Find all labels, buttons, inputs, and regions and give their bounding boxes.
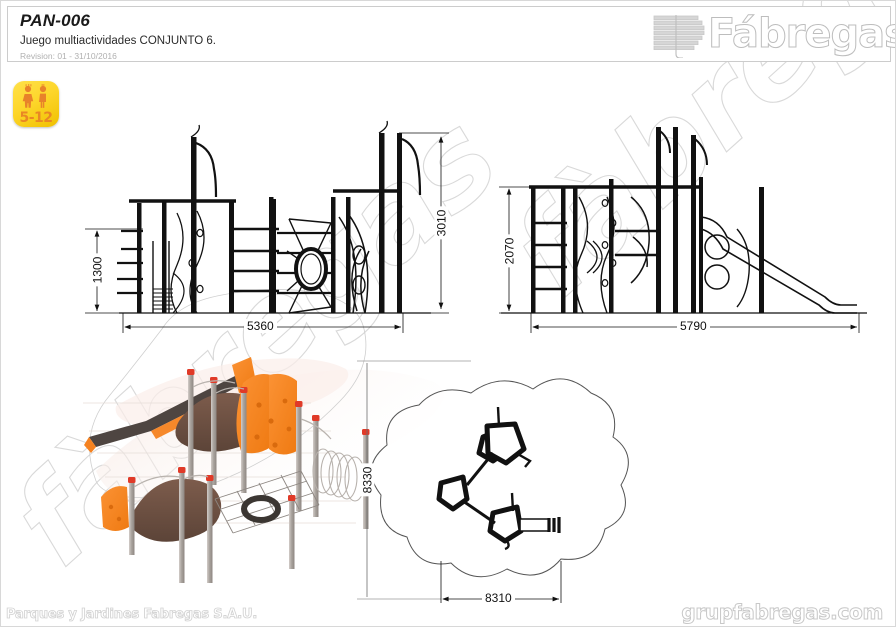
svg-text:fàbregas: fàbregas: [1, 89, 525, 592]
render-posts-upper: [188, 373, 369, 529]
dimension-5790: 5790: [677, 319, 710, 333]
two-children-icon: [22, 84, 47, 108]
reference-code: PAN-006: [20, 11, 91, 30]
render-upper-module: [84, 357, 370, 529]
fabregas-striped-mark-icon: [653, 15, 705, 58]
render-post-caps-lower: [128, 467, 296, 501]
dimension-5360: 5360: [244, 319, 277, 333]
dimension-2070: 2070: [502, 234, 517, 268]
dimension-8310: 8310: [482, 591, 515, 605]
render-climbing-net: [214, 470, 320, 534]
dimension-1300: 1300: [90, 253, 105, 287]
render-post-caps-upper: [187, 369, 370, 435]
front-elevation-drawing: [117, 120, 431, 314]
company-name-footer: Parques y Jardines Fabregas S.A.U.: [6, 607, 258, 623]
website-footer[interactable]: grupfabregas.com: [681, 600, 884, 625]
plan-view-drawing: [370, 378, 629, 578]
dimension-3010: 3010: [434, 206, 449, 240]
age-range-label: 5-12: [19, 110, 53, 126]
render-safety-outline: [89, 289, 367, 499]
revision-text: Revision: 01 - 31/10/2016: [20, 51, 117, 61]
render-posts-lower: [129, 471, 295, 583]
header-title-block: PAN-006 Juego multiactividades CONJUNTO …: [20, 11, 216, 62]
brand-logo: Fábregas: [642, 10, 895, 59]
side-elevation-drawing: [501, 127, 867, 314]
dimension-8330: 8330: [360, 463, 375, 497]
brand-name: Fábregas: [708, 11, 896, 58]
header-bar: PAN-006 Juego multiactividades CONJUNTO …: [7, 6, 895, 62]
render-lower-module: [101, 448, 366, 583]
age-range-badge: 5-12: [13, 81, 59, 127]
render-coils: [312, 448, 366, 502]
render-ground-shadow: [96, 358, 444, 507]
render-guide-lines: [83, 402, 356, 524]
product-description: Juego multiactividades CONJUNTO 6.: [20, 35, 216, 47]
